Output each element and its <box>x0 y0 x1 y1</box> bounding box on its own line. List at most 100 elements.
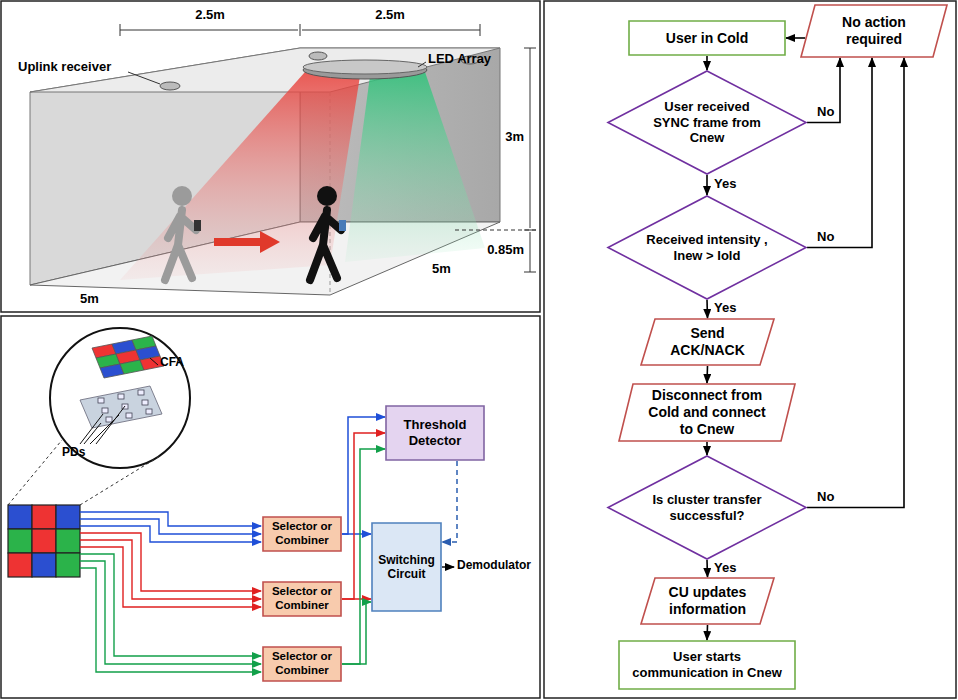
photodiodes-part <box>102 408 108 413</box>
dimension-lines-part <box>524 48 536 272</box>
connector <box>706 366 708 383</box>
zoom-view-part <box>50 328 190 468</box>
decision-diamond: Is cluster transfer successful? <box>607 455 807 560</box>
text-block: No action required <box>822 14 926 48</box>
users-part <box>172 186 192 206</box>
edge-label: No <box>815 105 836 120</box>
node-text: User in Cold <box>634 30 780 47</box>
color-filter-array-part <box>100 364 124 378</box>
text-block: Switching Circuit <box>377 553 436 582</box>
leader-lines-part <box>128 72 160 84</box>
detector-box-shape <box>386 406 484 460</box>
selector-box: Selector or Combiner <box>262 581 342 617</box>
photodiodes-part <box>118 394 124 399</box>
light-cones-part <box>345 72 485 262</box>
connector <box>706 442 708 455</box>
io-box-shape <box>801 5 947 57</box>
text-block: Selector or Combiner <box>268 520 336 548</box>
node-text: User received SYNC frame from Cnew <box>645 99 769 146</box>
led-array-part <box>303 61 427 79</box>
motion-arrow <box>214 231 280 253</box>
color-filter-array-part <box>120 360 144 374</box>
terminal-box-shape <box>619 641 795 689</box>
photodiodes-part <box>126 413 132 418</box>
node-text: Selector or Combiner <box>268 650 336 678</box>
uplink-receivers-part <box>309 52 327 60</box>
text-block: Disconnect from Cold and connect to Cnew <box>640 387 774 437</box>
connector <box>342 417 385 534</box>
node-text: CU updates information <box>662 584 753 618</box>
leader-lines <box>128 62 426 84</box>
panel-frames-part <box>544 1 956 698</box>
leader-lines <box>80 358 158 444</box>
text-block: Threshold Detector <box>391 417 479 448</box>
uplink-receivers-part <box>160 82 180 90</box>
decision-diamond-shape <box>608 456 806 559</box>
decision-diamond: User received SYNC frame from Cnew <box>607 70 807 175</box>
terminal-box: User starts communication in Cnew <box>618 640 796 690</box>
output-label: Demodulator <box>457 559 531 573</box>
dimension-label: 2.5m <box>195 8 225 23</box>
terminal-box-shape <box>629 21 785 55</box>
selector-box-shape <box>263 582 341 616</box>
dimension-label: 5m <box>80 292 99 307</box>
photodiodes-part <box>98 398 104 403</box>
panel-frames-part <box>1 316 540 698</box>
sensor-wire <box>80 533 261 591</box>
dimension-label: CFA <box>160 356 184 370</box>
detector-box: Threshold Detector <box>385 405 485 461</box>
io-box-shape <box>641 319 774 365</box>
node-text: Switching Circuit <box>377 553 436 582</box>
node-text: Selector or Combiner <box>268 585 336 613</box>
text-block: User received SYNC frame from Cnew <box>645 99 769 146</box>
decision-diamond-outline <box>607 455 807 560</box>
connector <box>706 56 708 70</box>
text-block: Received intensity , Inew > Iold <box>645 232 769 263</box>
text-block: User in Cold <box>634 30 780 47</box>
connector <box>807 58 840 123</box>
photodiodes-part <box>142 400 148 405</box>
room <box>30 48 500 295</box>
node-text: Send ACK/NACK <box>662 325 753 359</box>
sensor-array <box>8 505 80 577</box>
io-box: Send ACK/NACK <box>640 318 775 366</box>
motion-arrow-part <box>260 231 280 253</box>
sensor-array-part <box>8 505 32 529</box>
dimension-label: 5m <box>432 262 451 277</box>
led-array-part <box>303 60 427 74</box>
dimension-label: 3m <box>505 130 524 145</box>
switch-box: Switching Circuit <box>371 522 442 612</box>
node-text: No action required <box>822 14 926 48</box>
text-block: CU updates information <box>662 584 753 618</box>
connector <box>706 560 708 577</box>
connector <box>706 175 708 195</box>
dimension-lines-part <box>455 230 536 231</box>
connector <box>342 598 371 600</box>
selector-box: Selector or Combiner <box>262 646 342 682</box>
light-cones-part <box>120 72 360 280</box>
dimension-label: LED Array <box>428 52 491 67</box>
text-block: Selector or Combiner <box>268 650 336 678</box>
dimension-label: Uplink receiver <box>18 60 111 75</box>
users <box>165 186 346 280</box>
motion-arrow-part <box>214 238 262 246</box>
edge-label: Yes <box>712 301 738 316</box>
io-box-shape <box>619 384 795 441</box>
connector <box>342 602 371 664</box>
node-text: Is cluster transfer successful? <box>645 492 769 523</box>
connector <box>342 533 371 535</box>
output-arrow-line <box>442 566 454 567</box>
photodiodes-part <box>106 417 112 422</box>
output-arrow <box>442 567 454 568</box>
sensor-array-part <box>56 529 80 553</box>
io-box: CU updates information <box>640 577 775 625</box>
users-part <box>317 186 337 206</box>
dimension-lines-part <box>120 24 480 36</box>
terminal-box: User in Cold <box>628 20 786 56</box>
text-block: Is cluster transfer successful? <box>645 492 769 523</box>
edge-label: Yes <box>712 177 738 192</box>
sensor-wire <box>80 540 261 599</box>
io-box-shape <box>641 578 774 624</box>
selector-box-shape <box>263 647 341 681</box>
